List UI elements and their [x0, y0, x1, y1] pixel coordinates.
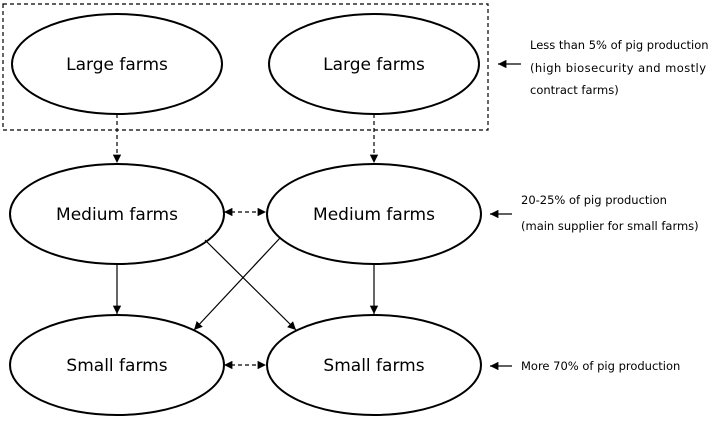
medium-farm-label-2: Medium farms [313, 205, 435, 225]
note-medium-line2: (main supplier for small farms) [521, 219, 699, 233]
note-small: More 70% of pig production [521, 359, 680, 373]
arrow-medium1-to-small2 [204, 239, 297, 331]
small-farm-node-2: Small farms [266, 314, 482, 416]
note-medium-line1: 20-25% of pig production [521, 193, 667, 207]
note-large-line1: Less than 5% of pig production [530, 38, 709, 52]
small-farm-label-2: Small farms [323, 356, 424, 376]
large-farm-node-2: Large farms [268, 13, 480, 115]
large-farm-label-2: Large farms [323, 55, 425, 75]
note-large: Less than 5% of pig production (high bio… [530, 38, 709, 97]
note-small-line1: More 70% of pig production [521, 359, 680, 373]
small-farm-label-1: Small farms [66, 356, 167, 376]
large-farm-node-1: Large farms [11, 13, 223, 115]
large-farms-group-box [2, 3, 489, 131]
medium-farm-node-1: Medium farms [9, 163, 225, 265]
note-large-line3: contract farms) [530, 83, 619, 97]
note-medium: 20-25% of pig production (main supplier … [521, 193, 699, 233]
small-farm-node-1: Small farms [9, 314, 225, 416]
large-farm-label-1: Large farms [66, 55, 168, 75]
medium-farm-node-2: Medium farms [266, 163, 482, 265]
arrow-medium2-to-small1 [193, 237, 281, 331]
note-large-line2: (high biosecurity and mostly [530, 61, 706, 75]
medium-farm-label-1: Medium farms [56, 205, 178, 225]
